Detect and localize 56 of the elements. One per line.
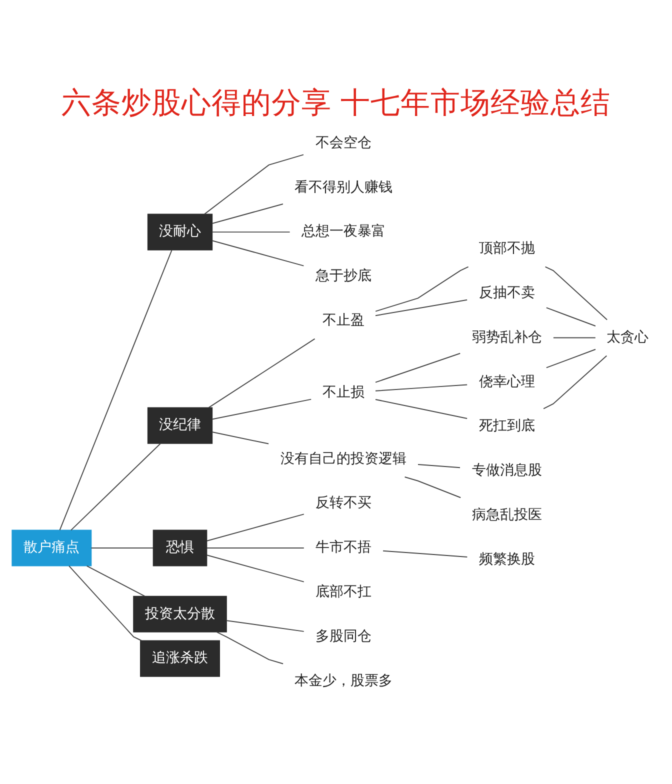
node-text: 牛市不捂 [315,540,372,556]
node-text: 死扛到底 [478,418,535,434]
connector [216,632,284,664]
connector [404,476,462,498]
node-box: 没纪律 [147,407,213,444]
connector [70,442,162,531]
connector [212,204,284,224]
node-text: 急于抄底 [315,268,372,284]
connector [418,464,460,468]
node-text: 反转不买 [315,495,372,512]
connector [546,348,596,368]
diagram-title: 六条炒股心得的分享 十七年市场经验总结 [61,86,611,120]
node-box: 投资太分散 [133,596,227,632]
connector [206,554,304,582]
node-text: 弱势乱补仓 [472,329,542,346]
node-text: 频繁换股 [478,551,535,568]
connector [544,266,608,320]
node-text: 底部不扛 [315,584,372,600]
node-text: 不止盈 [322,312,364,329]
connector [552,337,596,338]
connector [375,266,469,312]
connector [382,550,468,558]
connector [212,432,270,444]
node-text: 看不得别人赚钱 [294,179,392,196]
node-text: 病急乱投医 [472,507,542,524]
node-text: 多股同仓 [315,628,372,645]
node-text: 总想一夜暴富 [301,224,386,240]
node-text: 不止损 [322,384,364,401]
connector [212,240,304,266]
connector [68,565,142,642]
node-text: 专做消息股 [472,462,542,479]
connector [206,514,304,542]
connector [86,565,146,597]
node-text: 顶部不抛 [478,240,535,256]
node-text: 反抽不卖 [478,284,535,301]
node-box: 散户痛点 [12,530,92,566]
connector [375,384,468,392]
connector [375,299,468,316]
node-text: 不会空仓 [315,134,372,151]
connector [59,250,172,531]
node-box: 追涨杀跌 [140,640,220,677]
connector [543,355,608,410]
connector [204,154,304,215]
node-text: 没有自己的投资逻辑 [280,450,406,467]
node-text: 太贪心 [606,329,649,346]
connector [208,338,316,408]
node-box: 恐惧 [152,530,208,566]
connector [375,398,468,419]
connector [212,232,290,233]
node-text: 本金少，股票多 [294,672,392,689]
connector [375,352,461,383]
node-box: 没耐心 [147,214,213,250]
connector [226,620,304,632]
connector [212,398,312,420]
connector [546,307,596,326]
node-text: 侥幸心理 [478,374,535,390]
